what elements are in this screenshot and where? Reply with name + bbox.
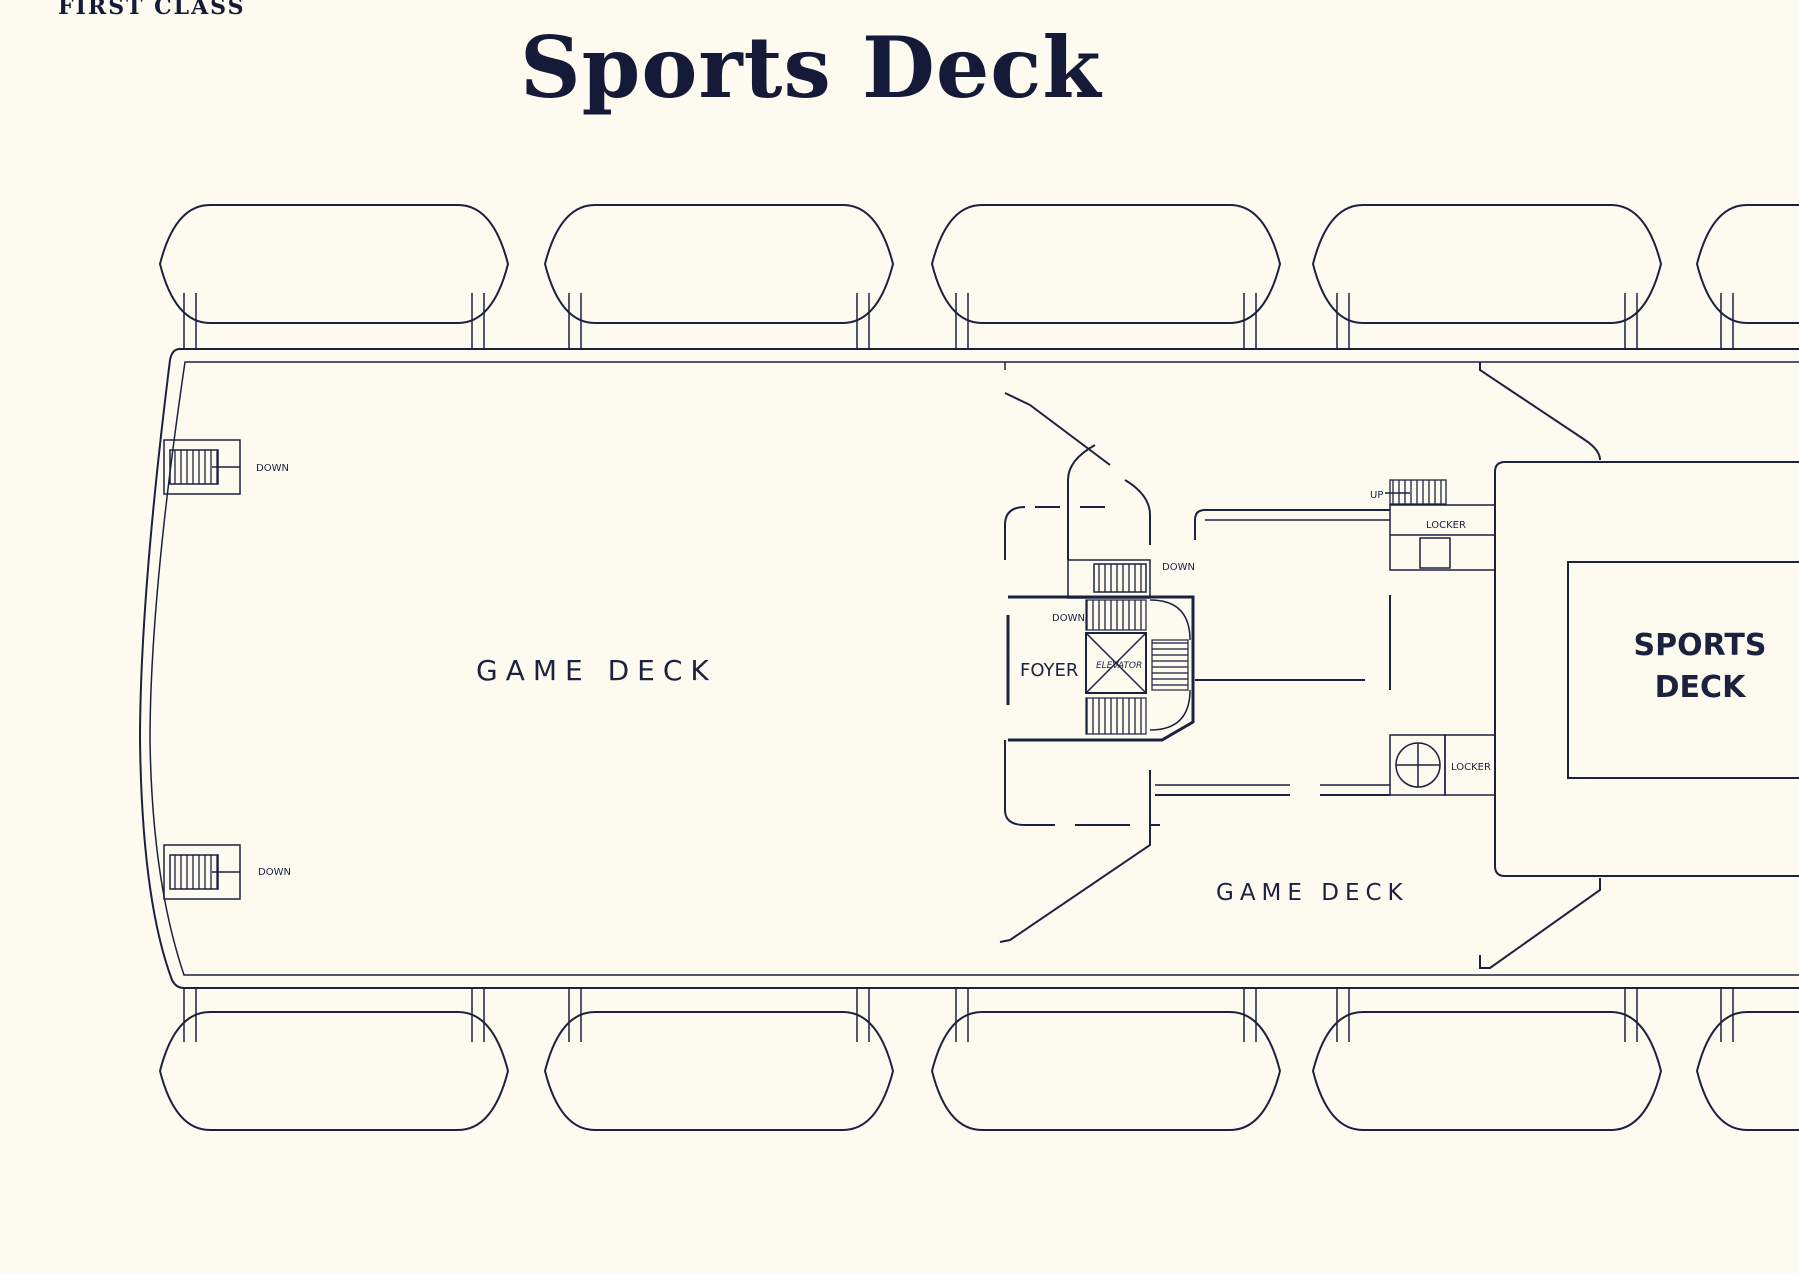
lifeboat bbox=[1695, 988, 1799, 1131]
stair-down-foyer-label: DOWN bbox=[1052, 613, 1085, 624]
lifeboat bbox=[1311, 204, 1663, 349]
locker-lower-label: LOCKER bbox=[1451, 762, 1491, 773]
superstructure bbox=[999, 362, 1601, 969]
sports-deck-label-line2: DECK bbox=[1655, 670, 1747, 705]
lifeboat bbox=[158, 988, 510, 1131]
game-deck-lower-label: GAME DECK bbox=[1216, 880, 1409, 906]
hull-outline bbox=[138, 348, 1799, 989]
page-title: Sports Deck bbox=[520, 18, 1102, 117]
stair-down-left-top-label: DOWN bbox=[256, 463, 289, 474]
sports-deck-area bbox=[1494, 461, 1799, 877]
stair-down-left-bottom-label: DOWN bbox=[258, 867, 291, 878]
lifeboat bbox=[543, 204, 895, 349]
stair-down-center-label: DOWN bbox=[1162, 562, 1195, 573]
lifeboat bbox=[930, 988, 1282, 1131]
sports-deck-label-line1: SPORTS bbox=[1634, 628, 1767, 663]
class-label: FIRST CLASS bbox=[58, 0, 246, 20]
lifeboats-bottom bbox=[158, 988, 1799, 1131]
stair-up-label: UP bbox=[1370, 490, 1383, 501]
locker-upper-label: LOCKER bbox=[1426, 520, 1466, 531]
stair-left-top bbox=[163, 439, 241, 495]
lifeboat bbox=[930, 204, 1282, 349]
lifeboat bbox=[543, 988, 895, 1131]
game-deck-main-label: GAME DECK bbox=[476, 654, 717, 687]
lifeboats-top bbox=[158, 204, 1799, 349]
foyer-label: FOYER bbox=[1020, 660, 1078, 681]
lifeboat bbox=[1695, 204, 1799, 349]
lifeboat bbox=[158, 204, 510, 349]
lifeboat bbox=[1311, 988, 1663, 1131]
elevator-label: ELEVATOR bbox=[1096, 661, 1142, 671]
stair-left-bottom bbox=[163, 844, 241, 900]
